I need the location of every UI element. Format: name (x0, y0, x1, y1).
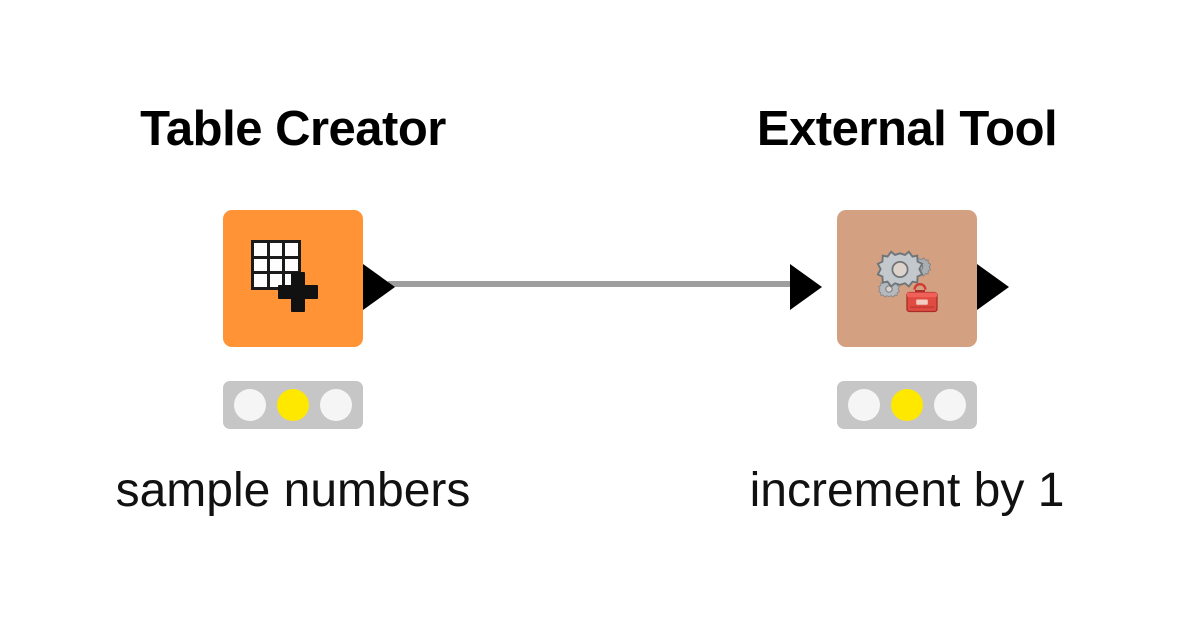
status-light-yellow-on (276, 389, 309, 421)
status-light-green-off (934, 389, 967, 421)
status-light-green-off (320, 389, 353, 421)
node-caption-table-creator: sample numbers (115, 464, 471, 517)
output-port-table-creator[interactable] (363, 264, 395, 310)
connection-table-creator-to-external-tool[interactable] (388, 281, 808, 287)
status-light-red-off (233, 389, 266, 421)
output-port-external-tool[interactable] (977, 264, 1009, 310)
gears-toolbox-icon (867, 238, 949, 320)
node-body-table-creator[interactable] (223, 210, 363, 347)
status-badge-table-creator (223, 381, 363, 429)
status-badge-external-tool (837, 381, 977, 429)
node-title-table-creator: Table Creator (140, 102, 446, 156)
node-title-external-tool: External Tool (756, 102, 1058, 156)
plus-icon (278, 272, 318, 312)
node-body-external-tool[interactable] (837, 210, 977, 347)
node-caption-external-tool: increment by 1 (749, 464, 1065, 517)
status-light-yellow-on (890, 389, 923, 421)
input-port-external-tool[interactable] (790, 264, 822, 310)
status-light-red-off (847, 389, 880, 421)
